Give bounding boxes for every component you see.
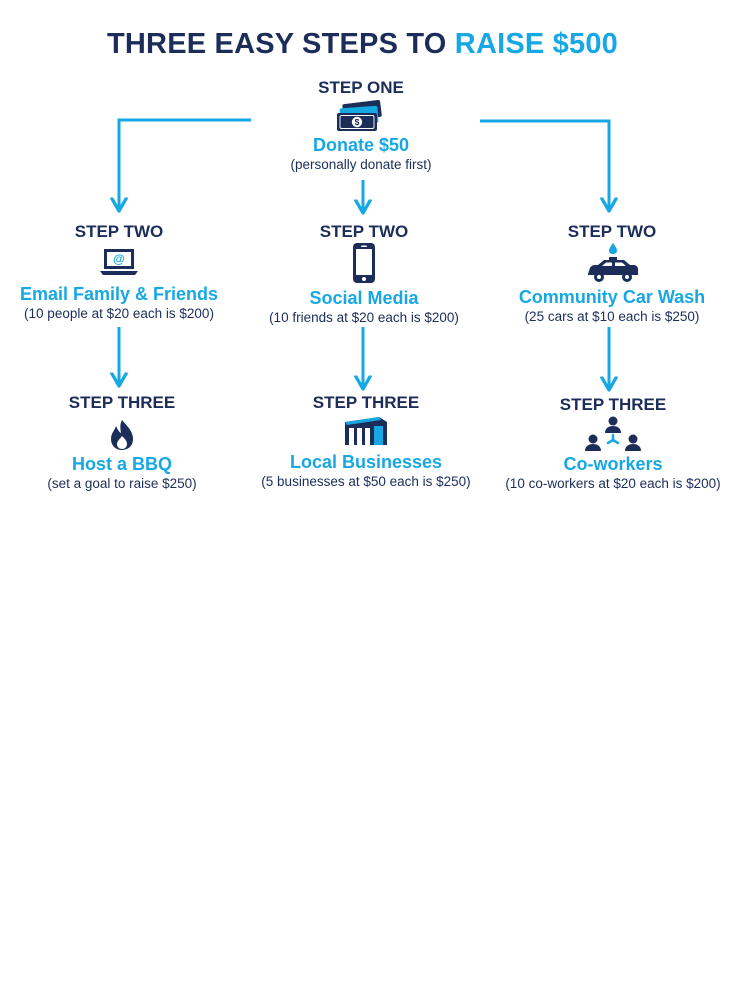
smartphone-icon	[353, 243, 375, 283]
title-main: THREE EASY STEPS TO	[107, 28, 455, 60]
car-wash-icon	[588, 243, 638, 282]
node-subtitle: (10 people at $20 each is $200)	[24, 306, 214, 321]
step-label: STEP TWO	[567, 222, 657, 241]
node-subtitle: (personally donate first)	[290, 157, 432, 172]
step-label: STEP THREE	[68, 393, 176, 412]
step-one: STEP ONE $ Donate $50 (personally donate…	[261, 78, 461, 174]
title-accent: RAISE $500	[454, 28, 618, 60]
step-label: STEP THREE	[559, 395, 667, 414]
page-title: THREE EASY STEPS TO RAISE $500	[0, 28, 725, 61]
step-three-bbq: STEP THREE Host a BBQ (set a goal to rai…	[0, 393, 244, 493]
money-icon: $	[337, 100, 382, 131]
coworkers-icon	[585, 416, 641, 451]
step-label: STEP TWO	[74, 222, 164, 241]
arrow-step1-to-right	[480, 119, 609, 211]
node-title: Donate $50	[312, 135, 410, 155]
storefront-icon	[345, 417, 387, 445]
svg-text:@: @	[113, 252, 125, 266]
node-subtitle: (10 co-workers at $20 each is $200)	[505, 476, 721, 491]
step-label: STEP THREE	[312, 393, 420, 412]
step-two-email: STEP TWO @ Email Family & Friends (10 pe…	[0, 222, 238, 323]
node-title: Email Family & Friends	[19, 284, 219, 304]
node-title: Community Car Wash	[518, 287, 706, 307]
step-label: STEP ONE	[318, 78, 404, 97]
step-three-local-businesses: STEP THREE Local Businesses (5 businesse…	[246, 393, 486, 491]
step-label: STEP TWO	[319, 222, 409, 241]
step-three-coworkers: STEP THREE Co-workers (10 co-workers at …	[490, 395, 736, 493]
arrow-step1-to-left	[119, 118, 251, 211]
svg-text:$: $	[355, 117, 360, 127]
node-subtitle: (25 cars at $10 each is $250)	[524, 309, 700, 324]
node-subtitle: (5 businesses at $50 each is $250)	[261, 474, 471, 489]
node-subtitle: (10 friends at $20 each is $200)	[269, 310, 459, 325]
step-two-car-wash: STEP TWO Community Car Wash (25 cars at …	[490, 222, 734, 326]
node-title: Local Businesses	[289, 452, 443, 472]
node-title: Co-workers	[563, 454, 663, 474]
step-two-social-media: STEP TWO Social Media (10 friends at $20…	[244, 222, 484, 327]
node-title: Social Media	[309, 288, 419, 308]
flame-icon	[111, 420, 133, 450]
node-title: Host a BBQ	[71, 454, 172, 474]
laptop-email-icon: @	[100, 249, 138, 275]
node-subtitle: (set a goal to raise $250)	[47, 476, 197, 491]
